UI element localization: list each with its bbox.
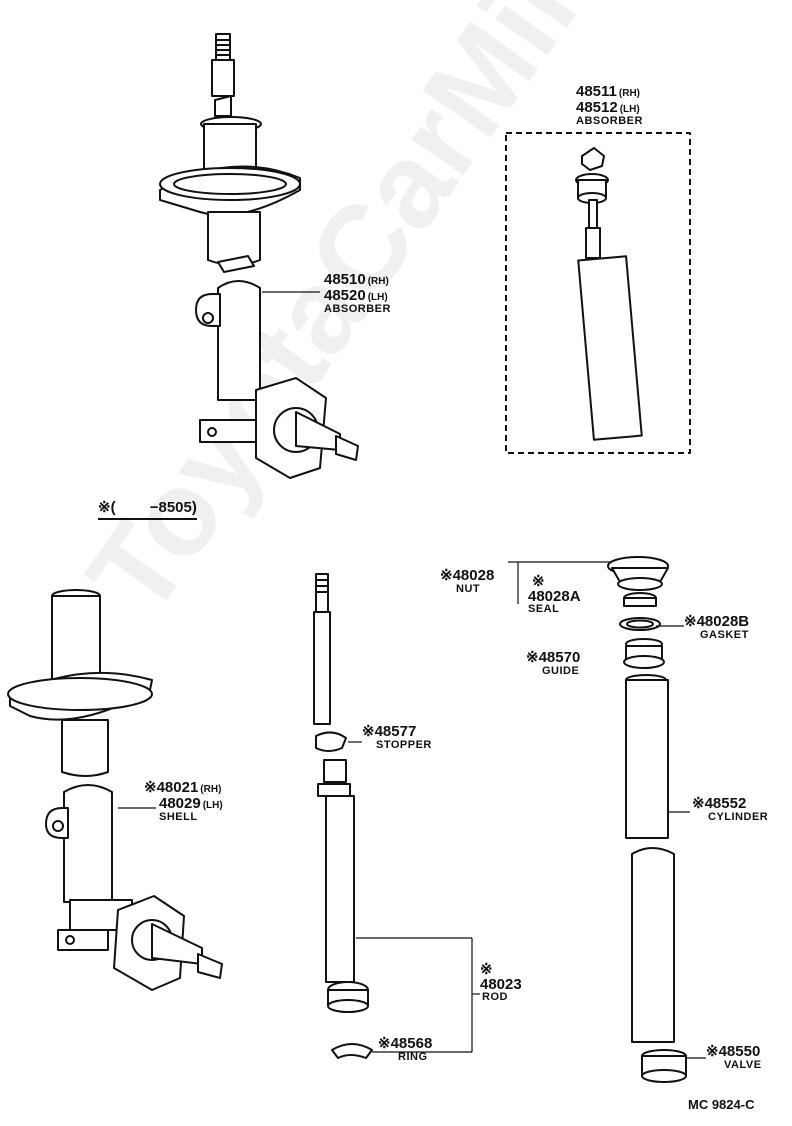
rod-drawing — [313, 573, 373, 1059]
asterisk-mark: ※ — [692, 795, 705, 812]
asterisk-mark: ※ — [706, 1043, 719, 1060]
part-label-seal: ※ 48028A SEAL — [528, 574, 581, 615]
part-name: GUIDE — [542, 665, 580, 677]
seal-drawing — [623, 592, 657, 607]
asterisk-mark: ※ — [144, 779, 157, 796]
side-lh: (LH) — [202, 800, 223, 811]
part-number: 48552 — [704, 795, 747, 812]
part-name: SEAL — [528, 603, 560, 615]
part-number: 48028 — [452, 567, 495, 584]
part-label-nut: ※48028 NUT — [440, 568, 494, 595]
shell-drawing — [7, 589, 223, 991]
strut-assembly-upper-drawing — [159, 33, 359, 479]
part-number-lh: 48029 — [159, 795, 201, 812]
part-number: 48028B — [696, 613, 750, 630]
part-name: ABSORBER — [324, 303, 391, 315]
part-label-absorber-upper: 48510(RH) 48520(LH) ABSORBER — [324, 272, 391, 315]
part-label-stopper: ※48577 STOPPER — [362, 724, 432, 751]
part-label-valve: ※48550 VALVE — [706, 1044, 762, 1071]
part-number: 48023 — [480, 976, 522, 993]
asterisk-mark: ※ — [526, 649, 539, 666]
side-rh: (RH) — [618, 88, 640, 99]
part-number: 48570 — [538, 649, 581, 666]
asterisk-mark: ※ — [378, 1035, 391, 1052]
part-number-rh: 48510 — [324, 271, 366, 288]
asterisk-mark: ※ — [684, 613, 697, 630]
part-label-rod: ※ 48023 ROD — [480, 962, 522, 1003]
leader-lines — [118, 291, 706, 1059]
side-rh: (RH) — [367, 276, 389, 287]
cylinder-drawing — [625, 674, 675, 1043]
nut-drawing — [607, 556, 669, 591]
part-name: NUT — [456, 583, 481, 595]
part-number-rh: 48021 — [156, 779, 199, 796]
gasket-drawing — [619, 617, 661, 631]
side-lh: (LH) — [619, 104, 640, 115]
insert-frame — [505, 132, 691, 454]
part-label-absorber-insert: 48511(RH) 48512(LH) ABSORBER — [576, 84, 643, 127]
part-name: VALVE — [724, 1059, 762, 1071]
asterisk-mark: ※ — [480, 961, 493, 978]
part-label-cylinder: ※48552 CYLINDER — [692, 796, 768, 823]
part-name: ROD — [482, 991, 508, 1003]
part-name: GASKET — [700, 629, 749, 641]
part-number: 48028A — [528, 588, 581, 605]
part-label-gasket: ※48028B GASKET — [684, 614, 749, 641]
part-number-lh: 48512 — [576, 99, 618, 116]
part-number: 48568 — [390, 1035, 433, 1052]
part-name: RING — [398, 1051, 428, 1063]
part-number: 48577 — [374, 723, 417, 740]
part-number-rh: 48511 — [576, 83, 617, 100]
side-rh: (RH) — [200, 784, 222, 795]
valve-drawing — [641, 1049, 687, 1083]
part-name: STOPPER — [376, 739, 432, 751]
part-label-guide: ※48570 GUIDE — [526, 650, 580, 677]
asterisk-mark: ※ — [440, 567, 453, 584]
part-number-lh: 48520 — [324, 287, 366, 304]
side-lh: (LH) — [367, 292, 388, 303]
part-label-ring: ※48568 RING — [378, 1036, 432, 1063]
part-name: SHELL — [159, 811, 198, 823]
part-number: 48550 — [718, 1043, 761, 1060]
insert-absorber-drawing — [575, 147, 643, 441]
diagram-code: MC 9824-C — [688, 1097, 755, 1112]
production-date-note: ※( −8505) — [98, 500, 197, 520]
part-name: ABSORBER — [576, 115, 643, 127]
part-label-shell: ※48021(RH) 48029(LH) SHELL — [144, 780, 223, 823]
asterisk-mark: ※ — [362, 723, 375, 740]
part-name: CYLINDER — [708, 811, 769, 823]
asterisk-mark: ※ — [532, 573, 545, 590]
guide-drawing — [623, 638, 665, 669]
